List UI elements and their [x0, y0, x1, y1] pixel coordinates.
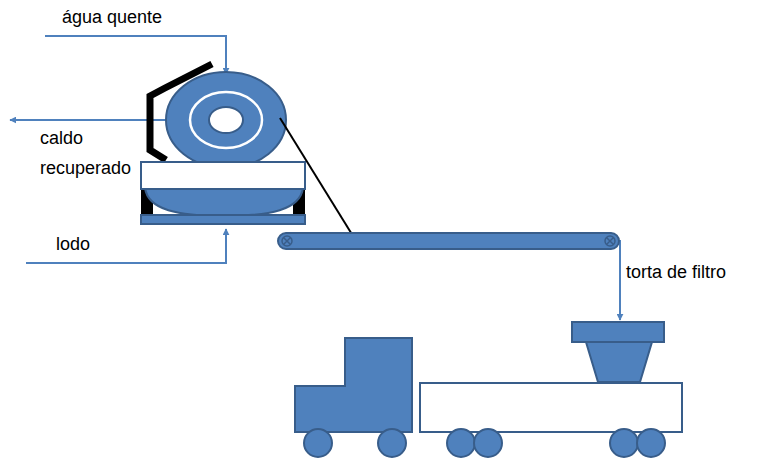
conveyor-belt	[278, 233, 619, 249]
base-plate	[141, 215, 305, 224]
drum-core	[209, 107, 243, 133]
stream-label: torta de filtro	[626, 262, 726, 284]
belt-rollers	[282, 236, 615, 246]
stream-label: lodo	[56, 234, 90, 256]
tank	[141, 162, 305, 189]
stream-label: água quente	[62, 7, 162, 29]
mud-arrow	[26, 229, 226, 263]
flow-arrows	[10, 36, 620, 320]
drum-ring	[190, 92, 262, 148]
tank-bowl	[145, 188, 303, 216]
hopper-top	[572, 322, 664, 342]
cake-arrow	[614, 241, 620, 320]
hopper	[586, 342, 652, 382]
truck-wheels	[304, 429, 665, 457]
scraper-line	[280, 118, 353, 236]
drum	[166, 72, 286, 168]
truck-cab	[295, 338, 412, 432]
truck-trailer	[420, 383, 682, 432]
stream-label: caldo recuperado	[40, 124, 148, 183]
